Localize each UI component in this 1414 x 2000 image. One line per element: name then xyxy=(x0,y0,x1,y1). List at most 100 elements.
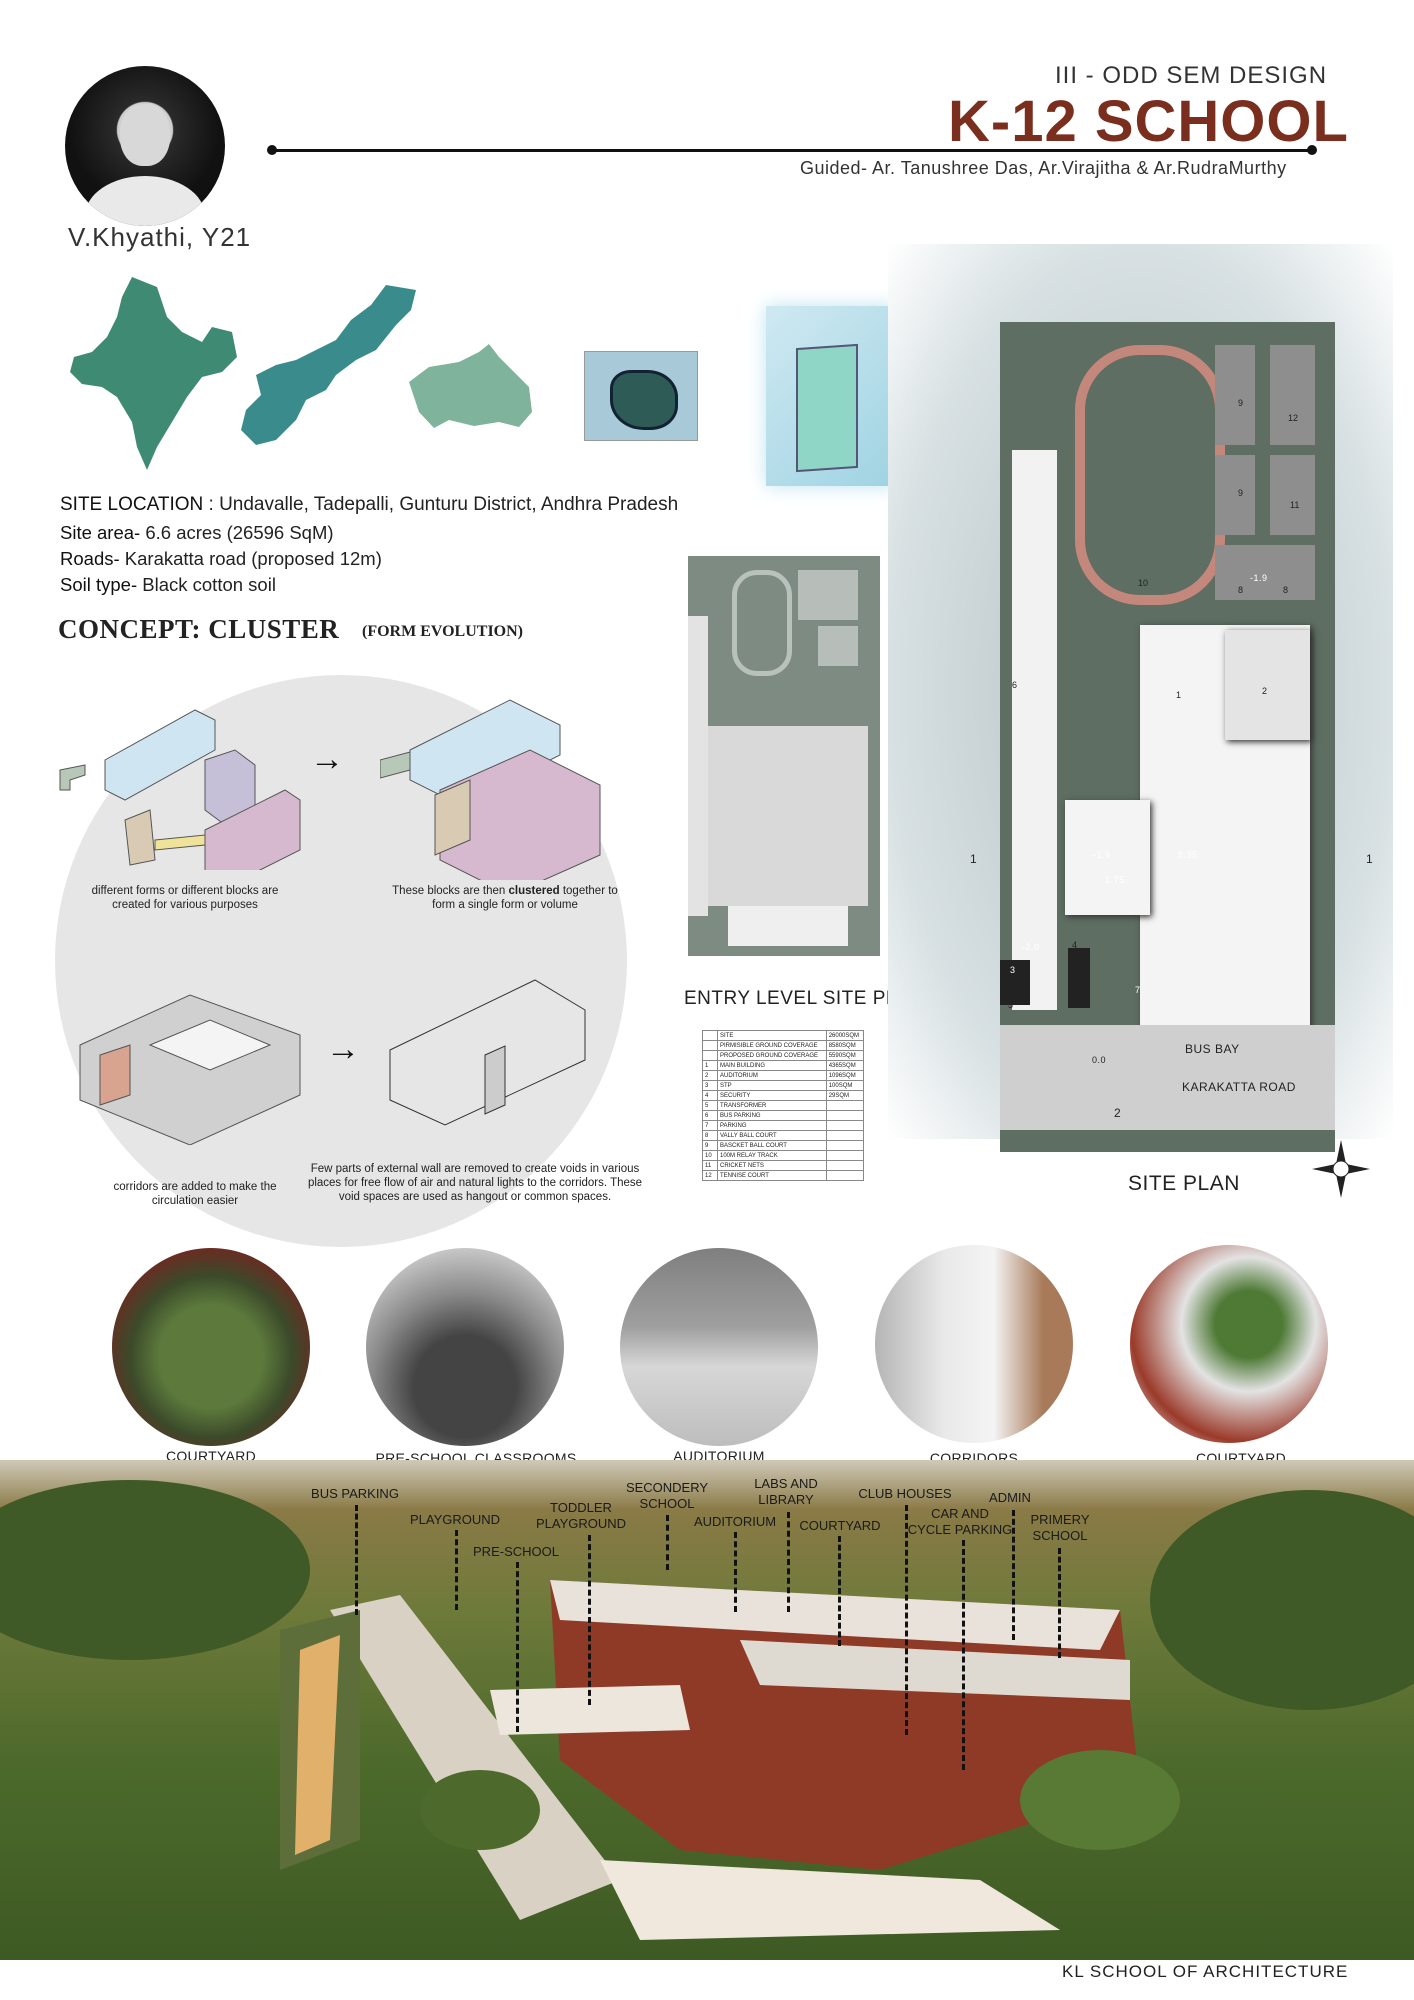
view-courtyard xyxy=(112,1248,310,1446)
table-cell: TRANSFORMER xyxy=(717,1100,827,1111)
step3-caption: corridors are added to make the circulat… xyxy=(113,1181,277,1207)
step2-clustered-diagram xyxy=(380,699,601,880)
block-number: 9 xyxy=(1238,398,1244,408)
block-number: 7 xyxy=(1135,985,1141,995)
north-arrow-icon xyxy=(1312,1140,1370,1198)
view-pre-school-classrooms xyxy=(366,1248,564,1446)
table-cell: 11 xyxy=(702,1160,718,1171)
site-soil: Soil type- Black cotton soil xyxy=(60,574,276,595)
site-location: SITE LOCATION : Undavalle, Tadepalli, Gu… xyxy=(60,494,679,515)
leader-line xyxy=(1012,1510,1015,1640)
table-cell: 8 xyxy=(702,1130,718,1141)
district-map xyxy=(409,344,532,428)
road-label: KARAKATTA ROAD xyxy=(1182,1080,1296,1094)
guides-label: Guided- Ar. Tanushree Das, Ar.Virajitha … xyxy=(800,158,1287,178)
table-cell: 1096SQM xyxy=(825,1070,865,1081)
table-cell: 10 xyxy=(702,1150,718,1161)
table-cell: 4 xyxy=(702,1090,718,1101)
table-cell: 6 xyxy=(702,1110,718,1121)
section-mark-right: 1 xyxy=(1366,852,1374,866)
concept-subtitle: (FORM EVOLUTION) xyxy=(362,623,524,640)
site-boundary-map xyxy=(766,306,896,486)
label-club-houses: CLUB HOUSES xyxy=(858,1486,952,1501)
table-cell xyxy=(825,1130,865,1141)
table-cell: 9 xyxy=(702,1140,718,1151)
table-cell: BUS PARKING xyxy=(717,1110,827,1121)
student-photo xyxy=(65,66,225,226)
leader-line xyxy=(455,1530,458,1610)
table-cell xyxy=(702,1030,718,1041)
leader-line xyxy=(588,1535,591,1705)
table-cell: MAIN BUILDING xyxy=(717,1060,827,1071)
table-cell: 26000SQM xyxy=(825,1030,865,1041)
arrow-icon: → xyxy=(326,1030,360,1068)
step3-corridor-diagram xyxy=(79,994,301,1145)
footer-school: KL SCHOOL OF ARCHITECTURE xyxy=(1062,1962,1349,1981)
label-labs-library: LABS AND LIBRARY xyxy=(754,1476,818,1507)
table-cell: 12 xyxy=(702,1170,718,1181)
andhra-pradesh-map xyxy=(241,285,416,445)
entry-level-site-plan xyxy=(688,556,880,956)
step4-caption: Few parts of external wall are removed t… xyxy=(307,1163,643,1203)
block-number: 4 xyxy=(1072,940,1078,950)
court-8 xyxy=(1215,545,1315,600)
relay-track xyxy=(1075,345,1225,605)
table-cell xyxy=(825,1110,865,1121)
section-mark-bottom: 2 xyxy=(1114,1106,1122,1120)
leader-line xyxy=(1058,1548,1061,1658)
leader-line xyxy=(355,1505,358,1615)
main-building-wing xyxy=(1065,800,1150,915)
entry-plan-label: ENTRY LEVEL SITE PLAN xyxy=(684,988,925,1009)
road-strip xyxy=(1000,1025,1335,1130)
table-cell xyxy=(825,1170,865,1181)
table-cell xyxy=(825,1150,865,1161)
table-cell: 2 xyxy=(702,1070,718,1081)
court-9b xyxy=(1215,455,1255,535)
leader-line xyxy=(666,1515,669,1570)
step1-caption: different forms or different blocks are … xyxy=(91,885,279,911)
table-cell xyxy=(825,1120,865,1131)
table-cell xyxy=(825,1100,865,1111)
label-bus-parking: BUS PARKING xyxy=(311,1486,399,1501)
block-number: 5 xyxy=(1008,1000,1014,1010)
block-number: 12 xyxy=(1288,413,1299,423)
level-4: -2.0 xyxy=(1022,942,1040,952)
block-number: 8 xyxy=(1238,585,1244,595)
aerial-building-render xyxy=(0,1480,1414,1940)
label-auditorium: AUDITORIUM xyxy=(693,1514,777,1529)
block-4 xyxy=(1068,948,1090,1008)
table-cell: 100SQM xyxy=(825,1080,865,1091)
table-cell: AUDITORIUM xyxy=(717,1070,827,1081)
label-pre-school: PRE-SCHOOL xyxy=(473,1544,559,1559)
table-cell: 7 xyxy=(702,1120,718,1131)
semester-label: III - ODD SEM DESIGN xyxy=(1055,62,1328,89)
table-cell: 5590SQM xyxy=(825,1050,865,1061)
leader-line xyxy=(838,1536,841,1646)
table-cell: SECURITY xyxy=(717,1090,827,1101)
label-primary-school: PRIMERY SCHOOL xyxy=(1030,1512,1090,1543)
block-number: 2 xyxy=(1262,686,1268,696)
block-number: 11 xyxy=(1290,500,1300,510)
block-number: 9 xyxy=(1238,488,1244,498)
table-cell: BASCKET BALL COURT xyxy=(717,1140,827,1151)
table-cell: PARKING xyxy=(717,1120,827,1131)
table-cell: PIRMISIBLE GROUND COVERAGE xyxy=(717,1040,827,1051)
table-cell xyxy=(825,1140,865,1151)
table-cell: 29SQM xyxy=(825,1090,865,1101)
table-cell: 1 xyxy=(702,1060,718,1071)
court-12 xyxy=(1270,345,1315,445)
label-admin: ADMIN xyxy=(989,1490,1031,1505)
court-9 xyxy=(1215,345,1255,445)
view-courtyard-2 xyxy=(1130,1245,1328,1443)
leader-line xyxy=(905,1505,908,1735)
level-2: 1.75 xyxy=(1105,875,1125,885)
table-cell: 3 xyxy=(702,1080,718,1091)
auditorium-2 xyxy=(1225,630,1310,740)
